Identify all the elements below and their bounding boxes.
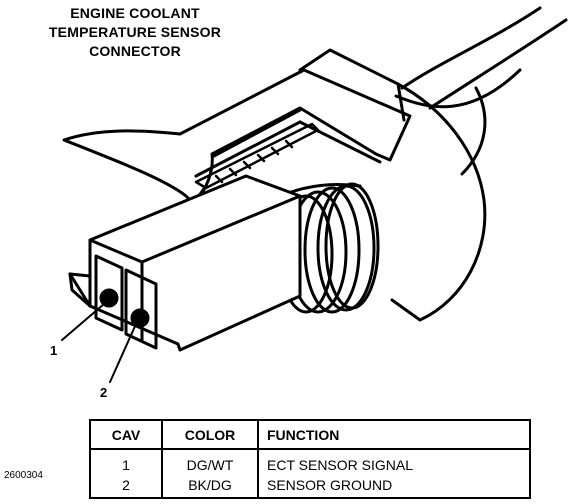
locking-tab: [62, 68, 412, 206]
table-header-row: CAV COLOR FUNCTION: [89, 419, 531, 450]
connector-front-housing: [68, 174, 302, 352]
table-row: 1 DG/WT ECT SENSOR SIGNAL: [89, 449, 531, 475]
title-line-3: CONNECTOR: [89, 43, 181, 59]
cavity-openings: [94, 254, 158, 350]
callout-label-2: 2: [100, 385, 108, 400]
wire-harness: [394, 6, 568, 176]
figure-id: 2600304: [4, 470, 43, 481]
title-line-1: ENGINE COOLANT: [70, 5, 200, 21]
callout-2-leader: [109, 323, 137, 383]
row-2-function: SENSOR GROUND: [257, 475, 531, 499]
row-1-function: ECT SENSOR SIGNAL: [257, 449, 531, 475]
row-1-color: DG/WT: [161, 449, 259, 475]
pin-cavity-2: [130, 308, 150, 328]
terminal-slot-ribs: [194, 122, 320, 190]
header-cav: CAV: [89, 419, 163, 450]
header-color: COLOR: [161, 419, 259, 450]
connector-illustration: [61, 6, 568, 383]
row-1-cav: 1: [89, 449, 163, 475]
pinout-table: CAV COLOR FUNCTION 1 DG/WT ECT SENSOR SI…: [89, 419, 531, 499]
row-2-color: BK/DG: [161, 475, 259, 499]
pin-cavity-1: [99, 288, 119, 308]
header-function: FUNCTION: [257, 419, 531, 450]
table-row: 2 BK/DG SENSOR GROUND: [89, 475, 531, 499]
callout-label-1: 1: [50, 343, 58, 358]
row-2-cav: 2: [89, 475, 163, 499]
title-line-2: TEMPERATURE SENSOR: [48, 24, 222, 40]
diagram-title: ENGINE COOLANT TEMPERATURE SENSOR CONNEC…: [10, 4, 260, 61]
callout-1-leader: [61, 303, 105, 341]
